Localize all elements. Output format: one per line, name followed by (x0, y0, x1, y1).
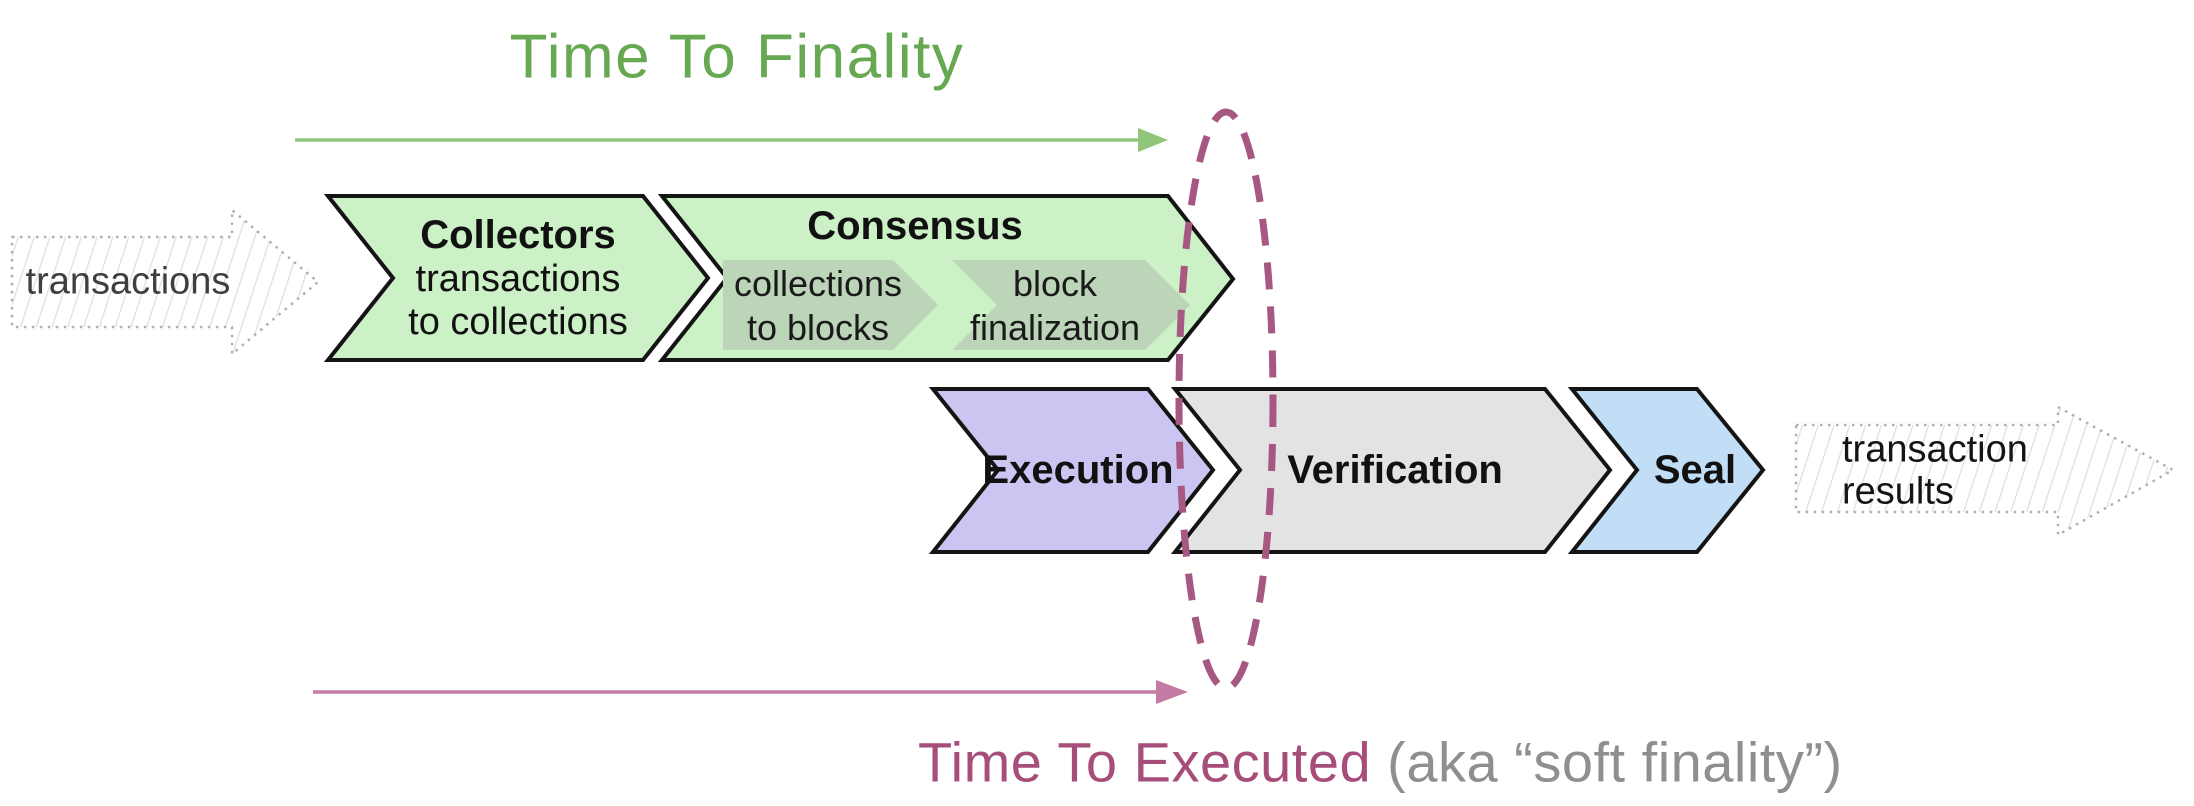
soft-finality-suffix-text: (aka “soft finality”) (1387, 730, 1843, 794)
collectors-chevron (323, 194, 711, 362)
finality-arrow-head (1138, 128, 1168, 152)
consensus-substage1-line1: collections (733, 263, 903, 304)
executed-arrow-head (1156, 680, 1188, 704)
transactions-input-label: transactions (25, 260, 231, 303)
verification-chevron (1170, 387, 1613, 554)
consensus-stage-title: Consensus (807, 204, 1023, 248)
time-to-finality-title: Time To Finality (509, 22, 965, 92)
execution-stage-title: Execution (982, 448, 1174, 492)
consensus-substage2-line1: block (1012, 263, 1098, 304)
verification-stage-title: Verification (1287, 448, 1503, 492)
execution-chevron (928, 387, 1216, 554)
seal-stage-title: Seal (1653, 448, 1737, 492)
time-to-executed-title: Time To Executed (aka “soft finality”) (918, 730, 1843, 795)
transaction-results-output-arrow (1794, 405, 2175, 537)
collectors-stage-title: Collectors (420, 213, 616, 257)
time-to-executed-text: Time To Executed (918, 730, 1372, 794)
transaction-results-label-line1: transaction (1842, 428, 2028, 471)
soft-finality-highlight-ellipse (1175, 108, 1277, 692)
collectors-stage-line2: to collections (408, 301, 628, 343)
consensus-substage-collections-to-blocks (723, 260, 938, 350)
consensus-substage1-line2: to blocks (746, 307, 890, 348)
seal-chevron (1567, 387, 1766, 554)
consensus-substage-block-finalization (952, 260, 1190, 350)
collectors-stage-line1: transactions (415, 258, 621, 300)
transactions-input-arrow (10, 208, 320, 356)
transaction-results-label-line2: results (1842, 470, 1954, 513)
consensus-substage2-line2: finalization (969, 307, 1141, 348)
